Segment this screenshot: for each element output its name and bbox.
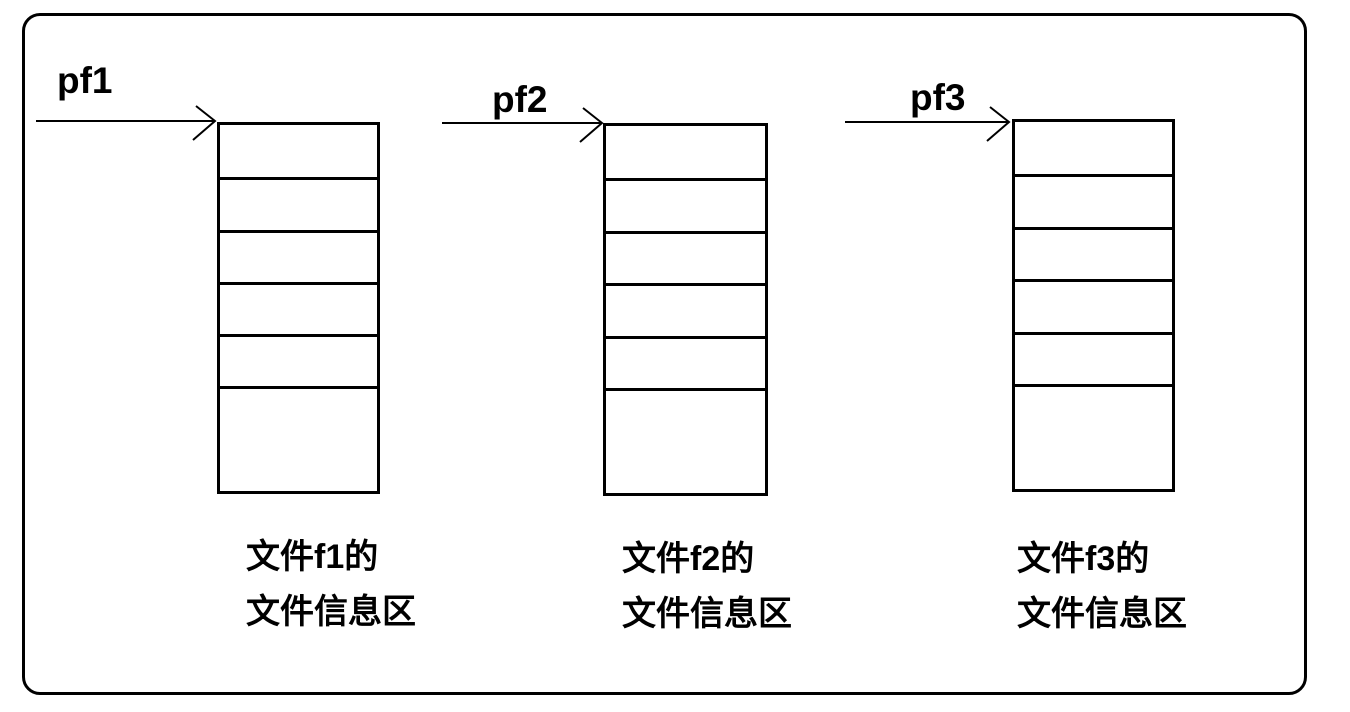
block-row: [606, 178, 765, 231]
pointer-label-pf2: pf2: [492, 79, 548, 120]
block-row: [220, 386, 377, 491]
block-row: [1015, 384, 1172, 489]
file-info-block-f2: [603, 123, 768, 496]
block-row: [1015, 331, 1172, 385]
caption-line: 文件信息区: [622, 595, 792, 633]
block-row: [1015, 226, 1172, 280]
block-row: [220, 125, 377, 178]
arrow-icon: [36, 105, 217, 141]
arrow-icon: [845, 106, 1011, 142]
block-caption-f1: 文件f1的 文件信息区: [246, 530, 416, 640]
arrow-icon: [442, 107, 604, 143]
block-caption-f3: 文件f3的 文件信息区: [1017, 532, 1187, 642]
caption-line: 文件信息区: [1017, 595, 1187, 633]
block-row: [606, 230, 765, 284]
block-row: [606, 388, 765, 493]
block-row: [220, 281, 377, 335]
caption-line: 文件信息区: [246, 593, 416, 631]
block-row: [220, 229, 377, 282]
block-row: [606, 335, 765, 389]
block-row: [606, 126, 765, 179]
pointer-label-pf3: pf3: [910, 77, 966, 118]
block-row: [1015, 174, 1172, 227]
block-row: [606, 283, 765, 336]
caption-line: 文件f3的: [1017, 540, 1150, 578]
block-row: [1015, 279, 1172, 332]
caption-line: 文件f2的: [622, 540, 755, 578]
file-info-block-f3: [1012, 119, 1175, 492]
pointer-label-pf1: pf1: [57, 60, 113, 101]
block-row: [220, 177, 377, 230]
file-info-block-f1: [217, 122, 380, 494]
block-caption-f2: 文件f2的 文件信息区: [622, 532, 792, 642]
block-row: [1015, 122, 1172, 175]
block-row: [220, 334, 377, 387]
caption-line: 文件f1的: [246, 538, 379, 576]
